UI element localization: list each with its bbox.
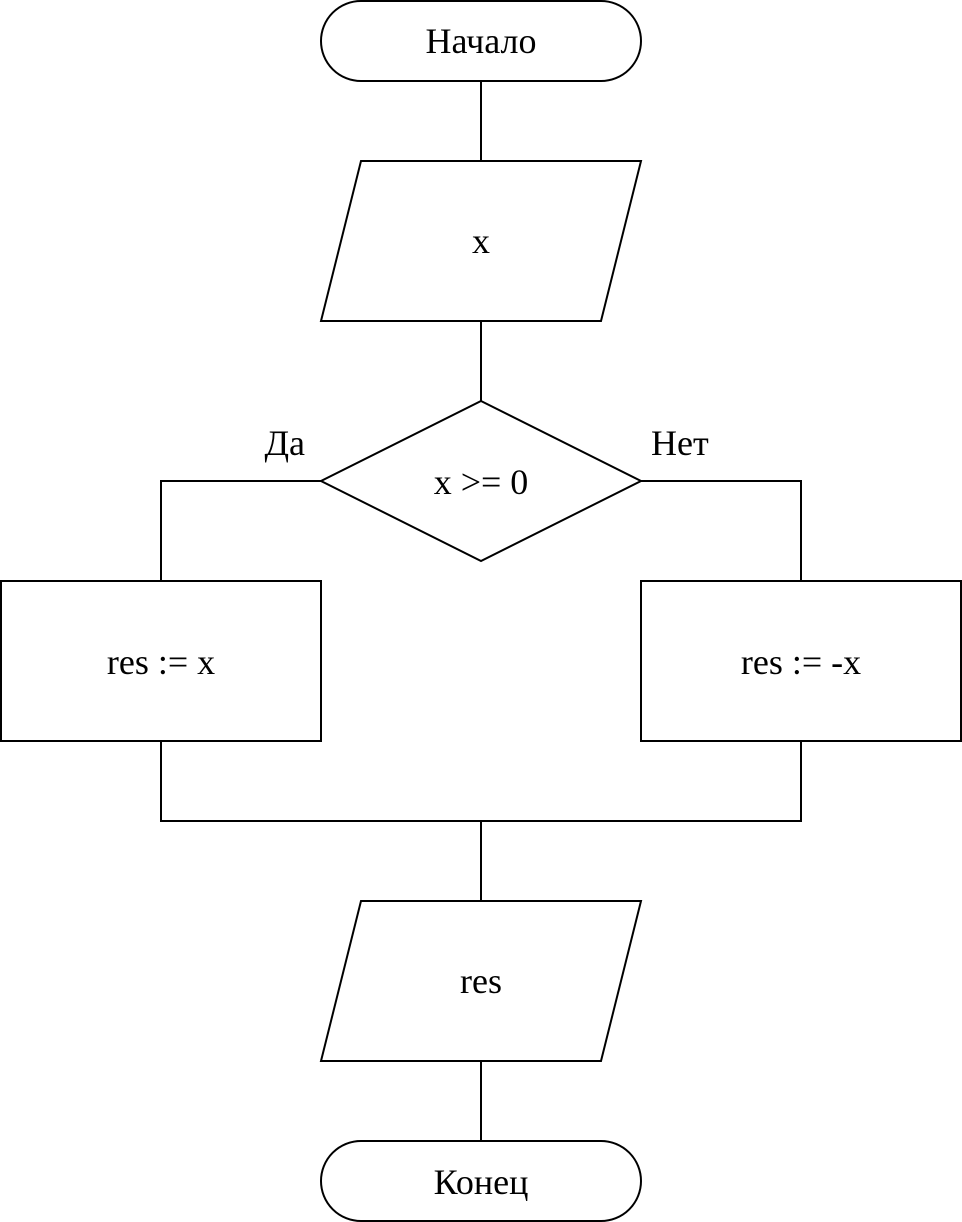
end-label: Конец [434, 1162, 529, 1202]
decision-label: x >= 0 [434, 462, 529, 502]
input-label: x [472, 221, 490, 261]
start-label: Начало [426, 21, 537, 61]
end-terminator [320, 1140, 642, 1222]
output-label: res [460, 961, 502, 1001]
connector-merge [160, 741, 802, 822]
connector-condition-no [641, 480, 802, 581]
process-no-box [640, 580, 962, 742]
branch-yes-label: Да [264, 423, 305, 463]
process-yes-box [0, 580, 322, 742]
process-no-label: res := -x [741, 642, 861, 682]
output-parallelogram [319, 900, 643, 1062]
start-terminator [320, 0, 642, 82]
process-yes-label: res := x [107, 642, 215, 682]
branch-no-label: Нет [651, 423, 709, 463]
connector-condition-yes [160, 480, 321, 581]
input-parallelogram [319, 160, 643, 322]
decision-diamond [318, 399, 644, 563]
